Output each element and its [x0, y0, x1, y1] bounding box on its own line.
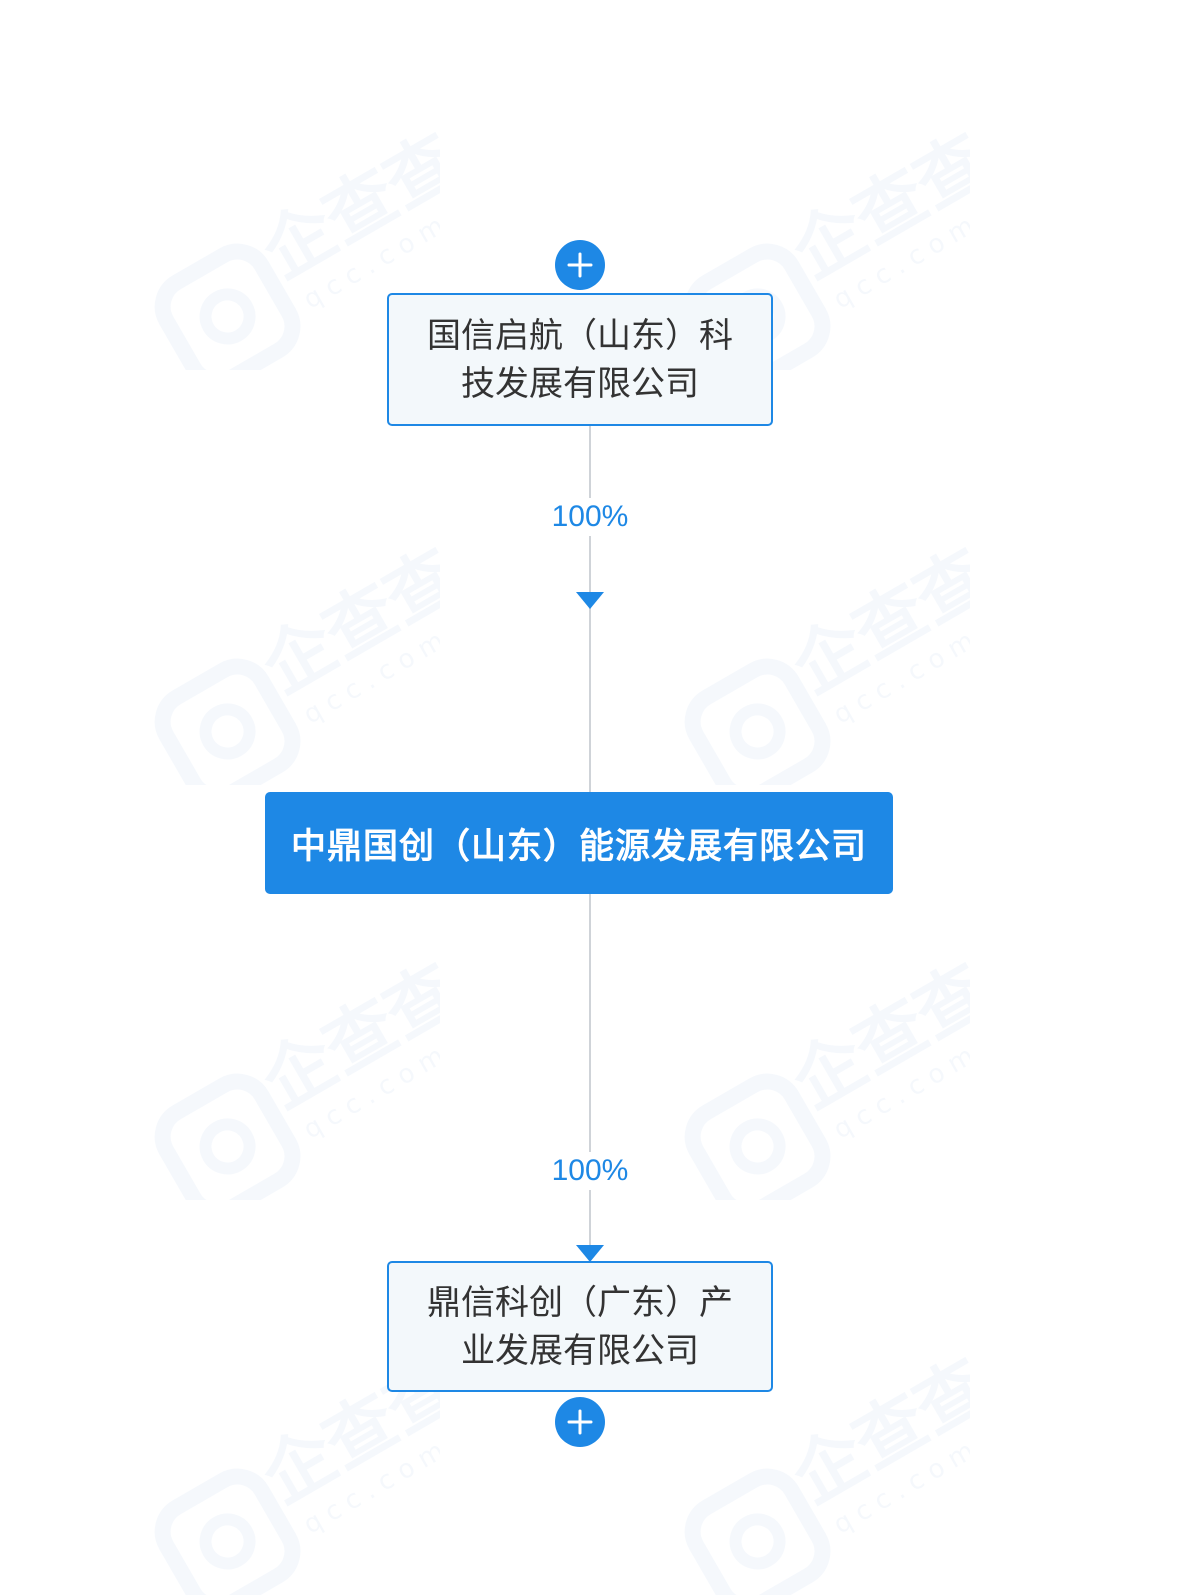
svg-text:qcc.com: qcc.com [299, 1432, 441, 1540]
upper-connector-line [589, 426, 591, 792]
svg-text:企查查: 企查查 [249, 948, 440, 1124]
svg-text:qcc.com: qcc.com [829, 1037, 971, 1145]
target-company-name: 中鼎国创（山东）能源发展有限公司 [290, 826, 867, 867]
lower-connector-line [589, 894, 591, 1246]
lower-ownership-ratio: 100% [530, 1152, 650, 1190]
svg-text:企查查: 企查查 [779, 118, 970, 294]
qcc-logo-icon: 企查查 qcc.com [154, 948, 441, 1200]
expand-subsidiaries-button[interactable] [555, 1397, 605, 1447]
qcc-logo-icon: 企查查 qcc.com [684, 948, 971, 1200]
subsidiary-name-line1: 鼎信科创（广东）产 [427, 1282, 733, 1323]
svg-text:企查查: 企查查 [779, 948, 970, 1124]
expand-shareholders-button[interactable] [555, 240, 605, 290]
shareholder-name-line1: 国信启航（山东）科 [427, 315, 733, 356]
svg-text:qcc.com: qcc.com [299, 1037, 441, 1145]
upper-arrow-icon [576, 592, 604, 609]
lower-arrow-icon [576, 1245, 604, 1262]
svg-text:企查查: 企查查 [249, 118, 440, 294]
svg-text:企查查: 企查查 [779, 1343, 970, 1519]
qcc-logo-icon: 企查查 qcc.com [684, 533, 971, 785]
upper-ownership-ratio: 100% [530, 498, 650, 536]
subsidiary-name-line2: 业发展有限公司 [461, 1330, 699, 1371]
svg-text:企查查: 企查查 [779, 533, 970, 709]
svg-text:企查查: 企查查 [249, 533, 440, 709]
plus-icon [567, 1409, 593, 1435]
svg-text:qcc.com: qcc.com [829, 207, 971, 315]
target-company-node[interactable]: 中鼎国创（山东）能源发展有限公司 [265, 792, 893, 894]
shareholder-company-node[interactable]: 国信启航（山东）科 技发展有限公司 [387, 293, 773, 426]
svg-text:qcc.com: qcc.com [829, 1432, 971, 1540]
svg-text:qcc.com: qcc.com [829, 622, 971, 730]
subsidiary-company-node[interactable]: 鼎信科创（广东）产 业发展有限公司 [387, 1261, 773, 1392]
qcc-logo-icon: 企查查 qcc.com [154, 533, 441, 785]
svg-text:qcc.com: qcc.com [299, 622, 441, 730]
plus-icon [567, 252, 593, 278]
shareholder-name-line2: 技发展有限公司 [461, 363, 699, 404]
